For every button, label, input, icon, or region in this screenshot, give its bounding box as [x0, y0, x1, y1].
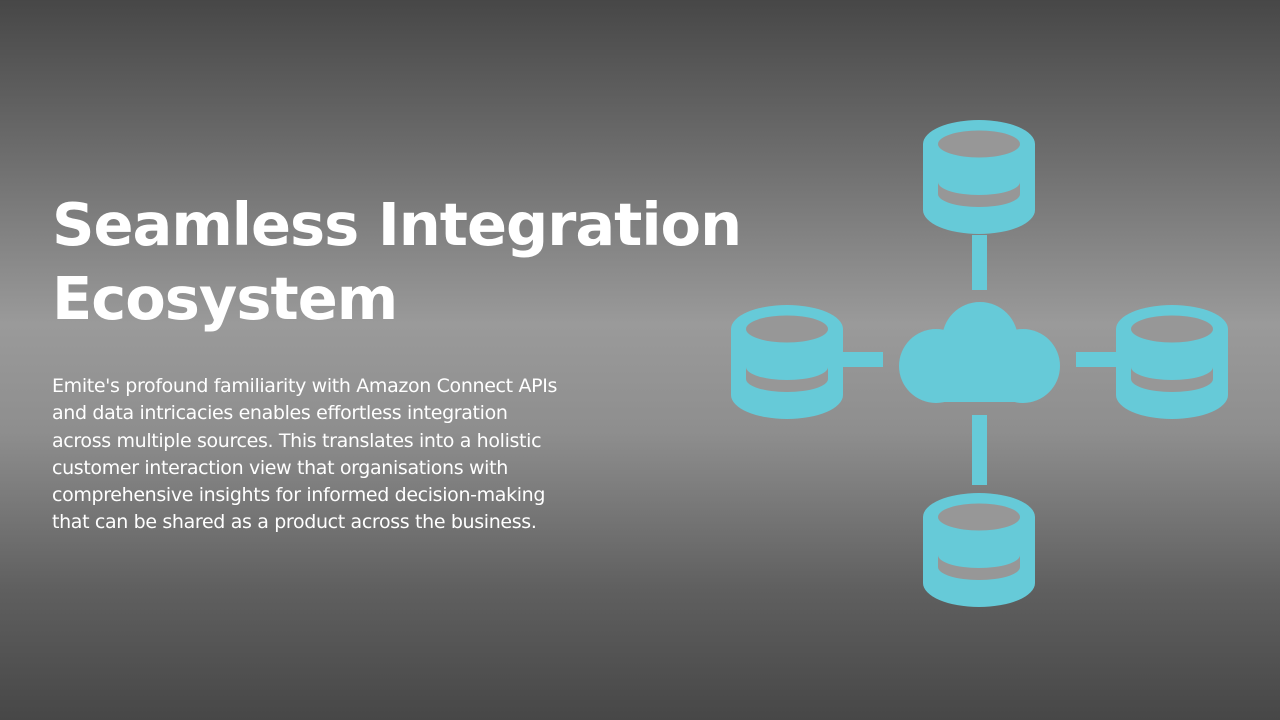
- body-text-line: and data intricacies enables effortless …: [52, 402, 508, 425]
- body-text-line: across multiple sources. This translates…: [52, 429, 542, 452]
- slide-body-text: Emite's profound familiarity with Amazon…: [52, 373, 712, 537]
- connector-top: [972, 235, 987, 290]
- body-text-line: that can be shared as a product across t…: [52, 511, 537, 534]
- database-icon: [731, 305, 843, 419]
- cloud-icon: [899, 302, 1060, 403]
- body-text-line: customer interaction view that organisat…: [52, 456, 508, 479]
- connector-left: [830, 352, 883, 367]
- integration-diagram: [731, 120, 1228, 607]
- body-text-line: Emite's profound familiarity with Amazon…: [52, 375, 557, 397]
- slide-title-line: Ecosystem: [52, 264, 398, 333]
- slide-title: Seamless Integration Ecosystem: [52, 188, 752, 336]
- body-text-line: comprehensive insights for informed deci…: [52, 484, 546, 507]
- database-icon: [923, 120, 1035, 234]
- connector-bottom: [972, 415, 987, 485]
- slide-title-line: Seamless Integration: [52, 190, 742, 259]
- database-icon: [923, 493, 1035, 607]
- database-icon: [1116, 305, 1228, 419]
